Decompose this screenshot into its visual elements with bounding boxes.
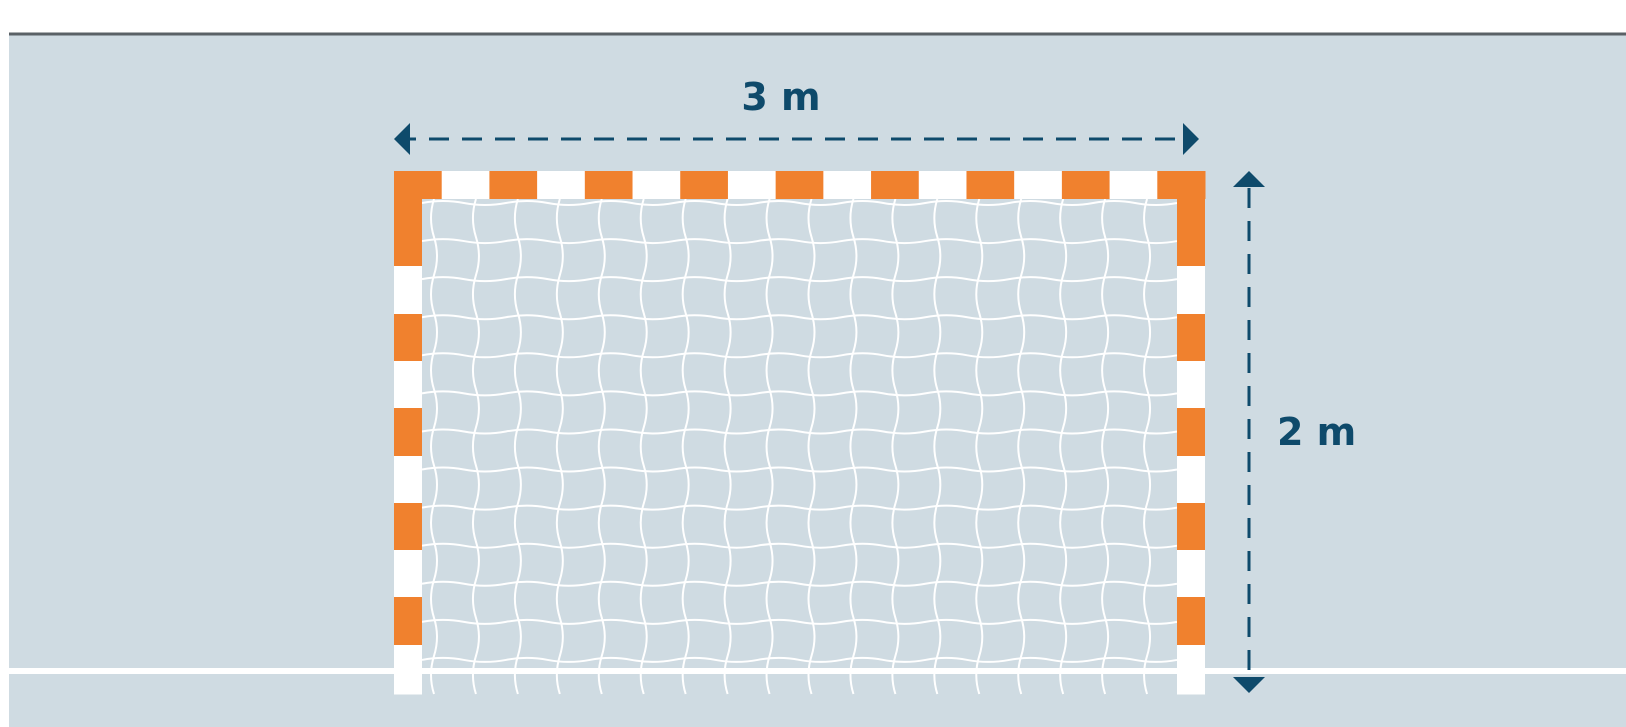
net-horizontal-strand — [421, 276, 1178, 283]
net-horizontal-strand — [421, 428, 1178, 435]
crossbar-stripe — [775, 171, 824, 199]
width-label: 3 m — [741, 75, 820, 119]
post-stripe — [394, 550, 422, 598]
crossbar-stripe — [727, 171, 777, 199]
crossbar-stripe — [680, 171, 729, 199]
net-horizontal-strand — [421, 504, 1178, 511]
height-label: 2 m — [1277, 410, 1356, 454]
net-horizontal-strand — [421, 352, 1178, 359]
net-vertical-strand — [1059, 198, 1068, 695]
width-dimension: 3 m — [394, 75, 1199, 155]
crossbar — [394, 171, 1206, 199]
post-stripe — [1177, 220, 1205, 267]
post-stripe — [394, 597, 422, 646]
net-horizontal-strand — [421, 618, 1178, 625]
goal-net — [421, 198, 1178, 695]
crossbar-stripe — [537, 171, 586, 199]
goal-frame — [394, 171, 1206, 695]
crossbar-stripe — [823, 171, 872, 199]
net-horizontal-strand — [421, 200, 1178, 206]
net-horizontal-strand — [421, 466, 1178, 473]
crossbar-stripe — [1061, 171, 1111, 199]
net-horizontal-strand — [421, 656, 1178, 663]
arrow-left-icon — [394, 123, 410, 155]
crossbar-stripe — [632, 171, 681, 199]
crossbar-stripe — [918, 171, 967, 199]
crossbar-stripe — [584, 171, 634, 199]
net-vertical-strand — [723, 198, 732, 695]
post-stripe — [1177, 266, 1205, 315]
crossbar-stripe — [489, 171, 538, 199]
right-post — [1177, 171, 1205, 695]
post-stripe — [1177, 503, 1205, 551]
net-horizontal-strand — [421, 314, 1178, 321]
post-stripe — [394, 503, 422, 551]
post-stripe — [394, 456, 422, 504]
crossbar-stripe — [871, 171, 920, 199]
net-vertical-strand — [1143, 198, 1152, 695]
left-post — [394, 171, 422, 695]
post-corner — [394, 171, 422, 221]
net-vertical-strand — [807, 198, 816, 695]
arrow-down-icon — [1233, 677, 1265, 693]
crossbar-stripe — [441, 171, 490, 199]
net-vertical-strand — [975, 198, 984, 695]
net-horizontal-strand — [421, 390, 1178, 397]
net-horizontal-strand — [421, 542, 1178, 549]
post-stripe — [1177, 314, 1205, 362]
post-stripe — [1177, 456, 1205, 504]
post-stripe — [394, 314, 422, 362]
post-stripe — [1177, 597, 1205, 646]
height-dimension: 2 m — [1233, 171, 1356, 693]
arrow-up-icon — [1233, 171, 1265, 187]
post-corner — [1177, 171, 1205, 221]
net-vertical-strand — [471, 198, 480, 695]
post-stripe — [394, 266, 422, 315]
post-stripe — [394, 408, 422, 457]
net-vertical-strand — [639, 198, 648, 695]
post-stripe — [394, 220, 422, 267]
post-stripe — [1177, 361, 1205, 409]
net-vertical-strand — [891, 198, 900, 695]
arrow-right-icon — [1183, 123, 1199, 155]
net-horizontal-strand — [421, 238, 1178, 245]
crossbar-stripe — [966, 171, 1015, 199]
background-panel — [9, 34, 1626, 727]
post-stripe — [1177, 550, 1205, 598]
post-stripe — [394, 361, 422, 409]
net-vertical-strand — [555, 198, 564, 695]
post-stripe — [1177, 408, 1205, 457]
net-horizontal-strand — [421, 580, 1178, 587]
crossbar-stripe — [1109, 171, 1158, 199]
crossbar-stripe — [1014, 171, 1063, 199]
